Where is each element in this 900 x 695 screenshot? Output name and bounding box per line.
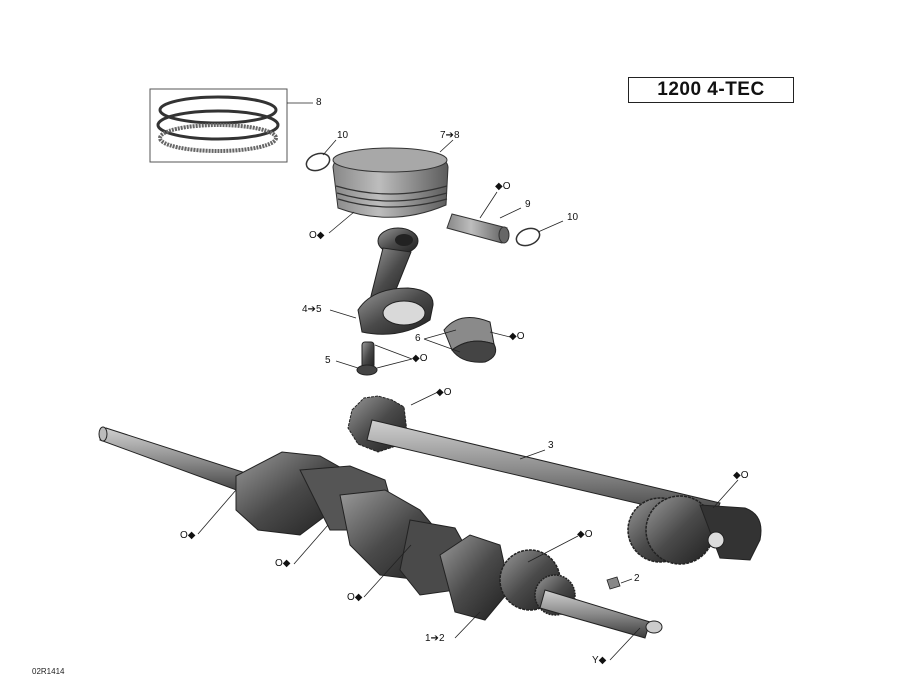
connecting-rod bbox=[329, 227, 434, 335]
callout-4-to-5: 4➔5 bbox=[302, 304, 322, 315]
piston-ring-top bbox=[158, 95, 278, 125]
callout-pin-symbol: ◆O bbox=[495, 181, 511, 192]
model-title: 1200 4-TEC bbox=[657, 79, 765, 100]
callout-crank-3-symbol: O◆ bbox=[347, 592, 363, 603]
bearing-shells bbox=[423, 317, 511, 363]
callout-1-to-2: 1➔2 bbox=[425, 633, 445, 644]
callout-7-to-8: 7➔8 bbox=[440, 130, 460, 141]
model-title-box: 1200 4-TEC bbox=[628, 77, 794, 103]
piston-rings-group bbox=[149, 88, 313, 163]
piston-ring-middle bbox=[156, 109, 280, 141]
callout-6: 6 bbox=[415, 333, 421, 344]
drawing-code: 02R1414 bbox=[32, 667, 65, 676]
callout-5-symbol: ◆O bbox=[412, 353, 428, 364]
callout-5: 5 bbox=[325, 355, 331, 366]
callout-8: 8 bbox=[316, 97, 322, 108]
callout-2: 2 bbox=[634, 573, 640, 584]
crankshaft bbox=[98, 426, 663, 661]
callout-crank-1-symbol: O◆ bbox=[180, 530, 196, 541]
circlip-right bbox=[515, 220, 564, 247]
callout-piston-symbol: O◆ bbox=[309, 230, 325, 241]
callout-end-symbol: Y◆ bbox=[592, 655, 607, 666]
callout-10-right: 10 bbox=[567, 212, 579, 223]
callout-gear-top-symbol: ◆O bbox=[436, 387, 452, 398]
callout-shaft-end-symbol: ◆O bbox=[733, 470, 749, 481]
piston-pin bbox=[446, 191, 522, 244]
balance-shaft bbox=[347, 390, 762, 565]
callout-6-symbol: ◆O bbox=[509, 331, 525, 342]
callout-3: 3 bbox=[548, 440, 554, 451]
piston-ring-oil bbox=[158, 123, 278, 153]
conrod-bolt bbox=[335, 341, 413, 376]
callout-gear-symbol: ◆O bbox=[577, 529, 593, 540]
callout-10-left: 10 bbox=[337, 130, 349, 141]
piston bbox=[328, 139, 454, 234]
callout-crank-2-symbol: O◆ bbox=[275, 558, 291, 569]
callout-9: 9 bbox=[525, 199, 531, 210]
circlip-left bbox=[305, 139, 337, 172]
